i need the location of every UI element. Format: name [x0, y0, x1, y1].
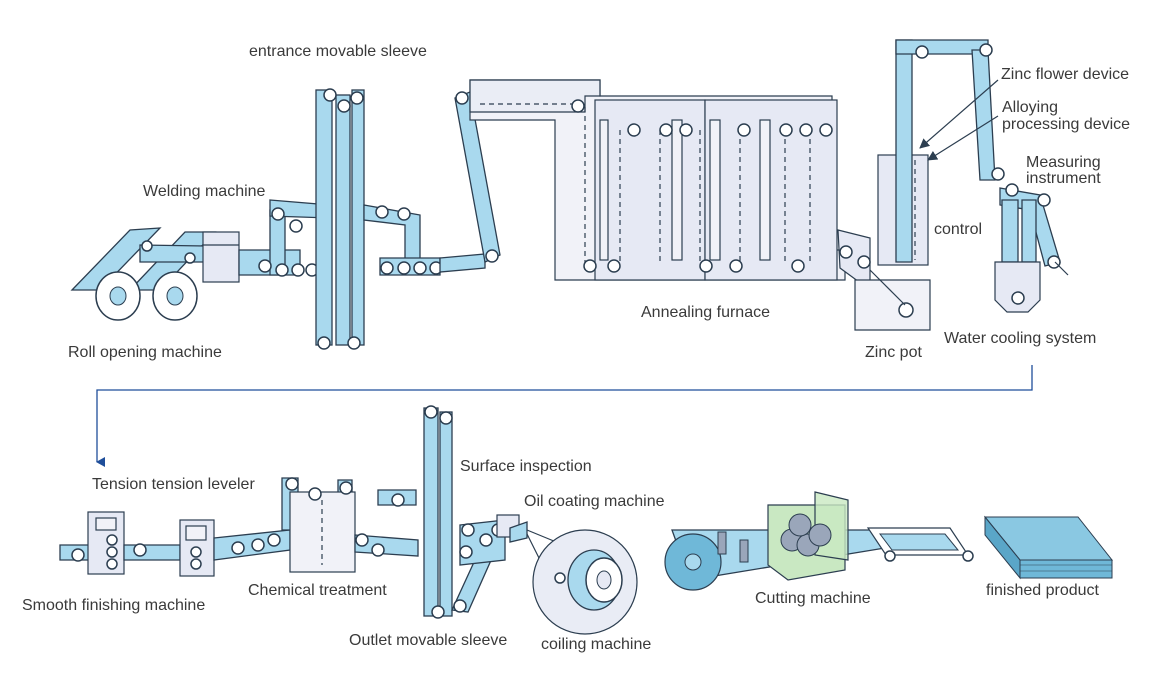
smooth-finishing-machine	[59, 511, 181, 575]
annealing-furnace	[469, 79, 846, 281]
entrance-movable-sleeve	[315, 88, 365, 350]
outlet-sleeve-label: Outlet movable sleeve	[349, 632, 508, 649]
conveyor-table	[866, 527, 974, 562]
measuring-instrument-label: Measuring instrument	[1026, 154, 1101, 187]
control-label: control	[934, 221, 983, 238]
coiling-machine	[532, 529, 638, 635]
annealing-furnace-label: Annealing furnace	[641, 304, 770, 321]
entrance-movable-sleeve-label: entrance movable sleeve	[249, 43, 427, 60]
alloying-tower	[877, 39, 1005, 266]
zinc-pot	[837, 229, 931, 331]
tension-leveler	[179, 519, 291, 577]
surface-inspection-label: Surface inspection	[460, 458, 592, 475]
smooth-finishing-label: Smooth finishing machine	[22, 597, 206, 614]
inlet-tension-rolls	[363, 91, 501, 276]
cutting-machine-label: Cutting machine	[755, 590, 871, 607]
alloying-device-label: Alloying processing device	[1002, 99, 1131, 133]
chemical-treatment-label: Chemical treatment	[248, 582, 387, 599]
flow-connector	[96, 365, 1033, 467]
outlet-movable-sleeve	[423, 405, 501, 619]
oil-coating-label: Oil coating machine	[524, 493, 665, 510]
roll-opening-machine	[70, 227, 217, 321]
roll-opening-machine-label: Roll opening machine	[68, 344, 222, 361]
annotation-arrows	[919, 79, 999, 161]
chemical-treatment	[281, 477, 419, 573]
welding-machine	[202, 199, 331, 283]
cutting-machine	[767, 491, 849, 581]
tension-leveler-label: Tension tension leveler	[92, 476, 255, 493]
finished-product-stack	[983, 515, 1114, 580]
welding-machine-label: Welding machine	[143, 183, 266, 200]
zinc-pot-label: Zinc pot	[865, 344, 922, 361]
coiling-machine-label: coiling machine	[541, 636, 652, 653]
water-cooling-label: Water cooling system	[944, 330, 1097, 347]
finished-product-label: finished product	[986, 582, 1099, 599]
water-cooling-system	[994, 183, 1069, 313]
zinc-flower-device-label: Zinc flower device	[1001, 66, 1130, 83]
